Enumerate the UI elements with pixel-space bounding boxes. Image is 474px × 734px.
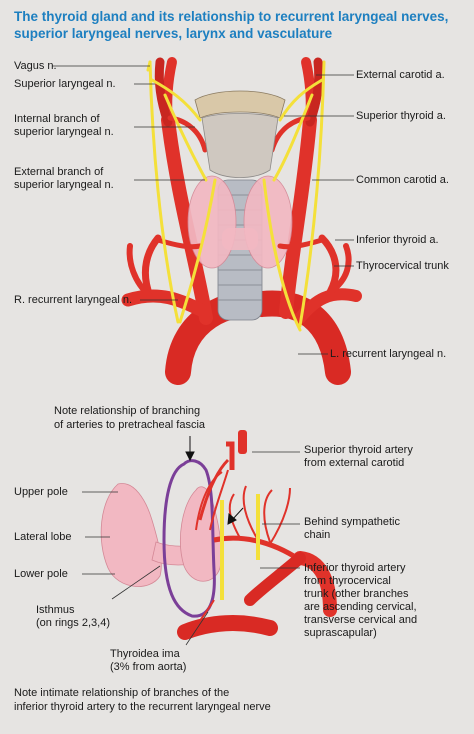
label-external-branch-line1: External branch of: [14, 166, 104, 178]
label-note-branching: Note relationship of branching of arteri…: [54, 404, 205, 432]
label-superior-thyroid-artery: Superior thyroid artery from external ca…: [304, 444, 413, 470]
top-leader-lines: [52, 65, 354, 355]
label-internal-branch-line2: superior laryngeal n.: [14, 126, 114, 138]
label-lateral-lobe: Lateral lobe: [14, 531, 72, 543]
label-external-branch-line2: superior laryngeal n.: [14, 179, 114, 191]
label-common-carotid-a: Common carotid a.: [356, 174, 449, 186]
right-ext-branch: [163, 93, 208, 182]
label-thyroidea-ima: Thyroidea ima (3% from aorta): [110, 648, 186, 674]
left-superior-laryngeal: [278, 78, 324, 122]
label-superior-thyroid-a: Superior thyroid a.: [356, 110, 446, 122]
label-lower-pole: Lower pole: [14, 568, 68, 580]
right-common-carotid: [161, 113, 213, 325]
label-internal-branch: Internal branch of superior laryngeal n.: [14, 113, 114, 139]
label-superior-thyroid-artery-line2: from external carotid: [304, 457, 405, 469]
label-l-recurrent-laryngeal-n: L. recurrent laryngeal n.: [330, 348, 447, 360]
label-r-recurrent-laryngeal-n: R. recurrent laryngeal n.: [14, 294, 132, 306]
label-inferior-thyroid-artery-line5: transverse cervical and: [304, 614, 418, 626]
left-internal-carotid: [305, 57, 324, 127]
left-vagus: [298, 60, 326, 328]
footer-note-line2: inferior thyroid artery to the recurrent…: [14, 701, 271, 713]
label-external-carotid-a: External carotid a.: [356, 69, 445, 81]
title-line-2: superior laryngeal nerves, larynx and va…: [14, 26, 333, 41]
right-internal-carotid: [154, 57, 173, 127]
bottom-illustration: [100, 430, 337, 640]
label-superior-laryngeal-n: Superior laryngeal n.: [14, 78, 116, 90]
label-note-branching-line2: of arteries to pretracheal fascia: [54, 419, 206, 431]
label-superior-thyroid-artery-line1: Superior thyroid artery: [304, 444, 413, 456]
label-inferior-thyroid-artery-line4: are ascending cervical,: [304, 601, 417, 613]
label-thyrocervical-trunk: Thyrocervical trunk: [356, 260, 449, 272]
right-recurrent: [178, 178, 217, 324]
label-isthmus: Isthmus (on rings 2,3,4): [36, 604, 110, 630]
left-subclavian: [294, 288, 362, 324]
label-inferior-thyroid-artery-line1: Inferior thyroid artery: [304, 562, 406, 574]
label-external-branch: External branch of superior laryngeal n.: [14, 166, 114, 192]
label-note-branching-line1: Note relationship of branching: [54, 405, 201, 417]
label-isthmus-line2: (on rings 2,3,4): [36, 617, 110, 629]
bottom-arrows: [185, 436, 244, 525]
bottom-leader-lines: [82, 451, 300, 646]
label-thyroidea-ima-line1: Thyroidea ima: [110, 648, 180, 660]
left-recurrent: [262, 178, 302, 332]
left-common-carotid: [279, 113, 317, 319]
label-inferior-thyroid-artery: Inferior thyroid artery from thyrocervic…: [304, 562, 417, 640]
top-illustration: [121, 57, 362, 385]
label-inferior-thyroid-artery-line6: suprascapular): [304, 627, 377, 639]
right-vagus: [148, 60, 180, 324]
figure-title: The thyroid gland and its relationship t…: [14, 8, 464, 42]
label-inferior-thyroid-artery-line2: from thyrocervical: [304, 575, 391, 587]
label-inferior-thyroid-artery-line3: trunk (other branches: [304, 588, 409, 600]
label-behind-sympathetic-line1: Behind sympathetic: [304, 516, 400, 528]
label-isthmus-line1: Isthmus: [36, 604, 75, 616]
footer-note: Note intimate relationship of branches o…: [14, 686, 271, 714]
thyroid-cartilage: [201, 113, 279, 178]
label-behind-sympathetic-chain: Behind sympathetic chain: [304, 516, 400, 542]
nerves: [146, 60, 326, 332]
right-subclavian: [121, 289, 212, 319]
label-behind-sympathetic-line2: chain: [304, 529, 331, 541]
superior-thyroid-artery: [198, 458, 230, 521]
title-line-1: The thyroid gland and its relationship t…: [14, 9, 449, 24]
right-superior-laryngeal: [150, 78, 202, 122]
thyroid-lateral-lobe: [100, 483, 162, 587]
label-upper-pole: Upper pole: [14, 486, 68, 498]
label-thyroidea-ima-line2: (3% from aorta): [110, 661, 187, 673]
label-inferior-thyroid-a: Inferior thyroid a.: [356, 234, 439, 246]
label-vagus-n: Vagus n.: [14, 60, 57, 72]
left-ext-branch: [272, 93, 314, 182]
label-internal-branch-line1: Internal branch of: [14, 113, 100, 125]
footer-note-line1: Note intimate relationship of branches o…: [14, 687, 230, 699]
